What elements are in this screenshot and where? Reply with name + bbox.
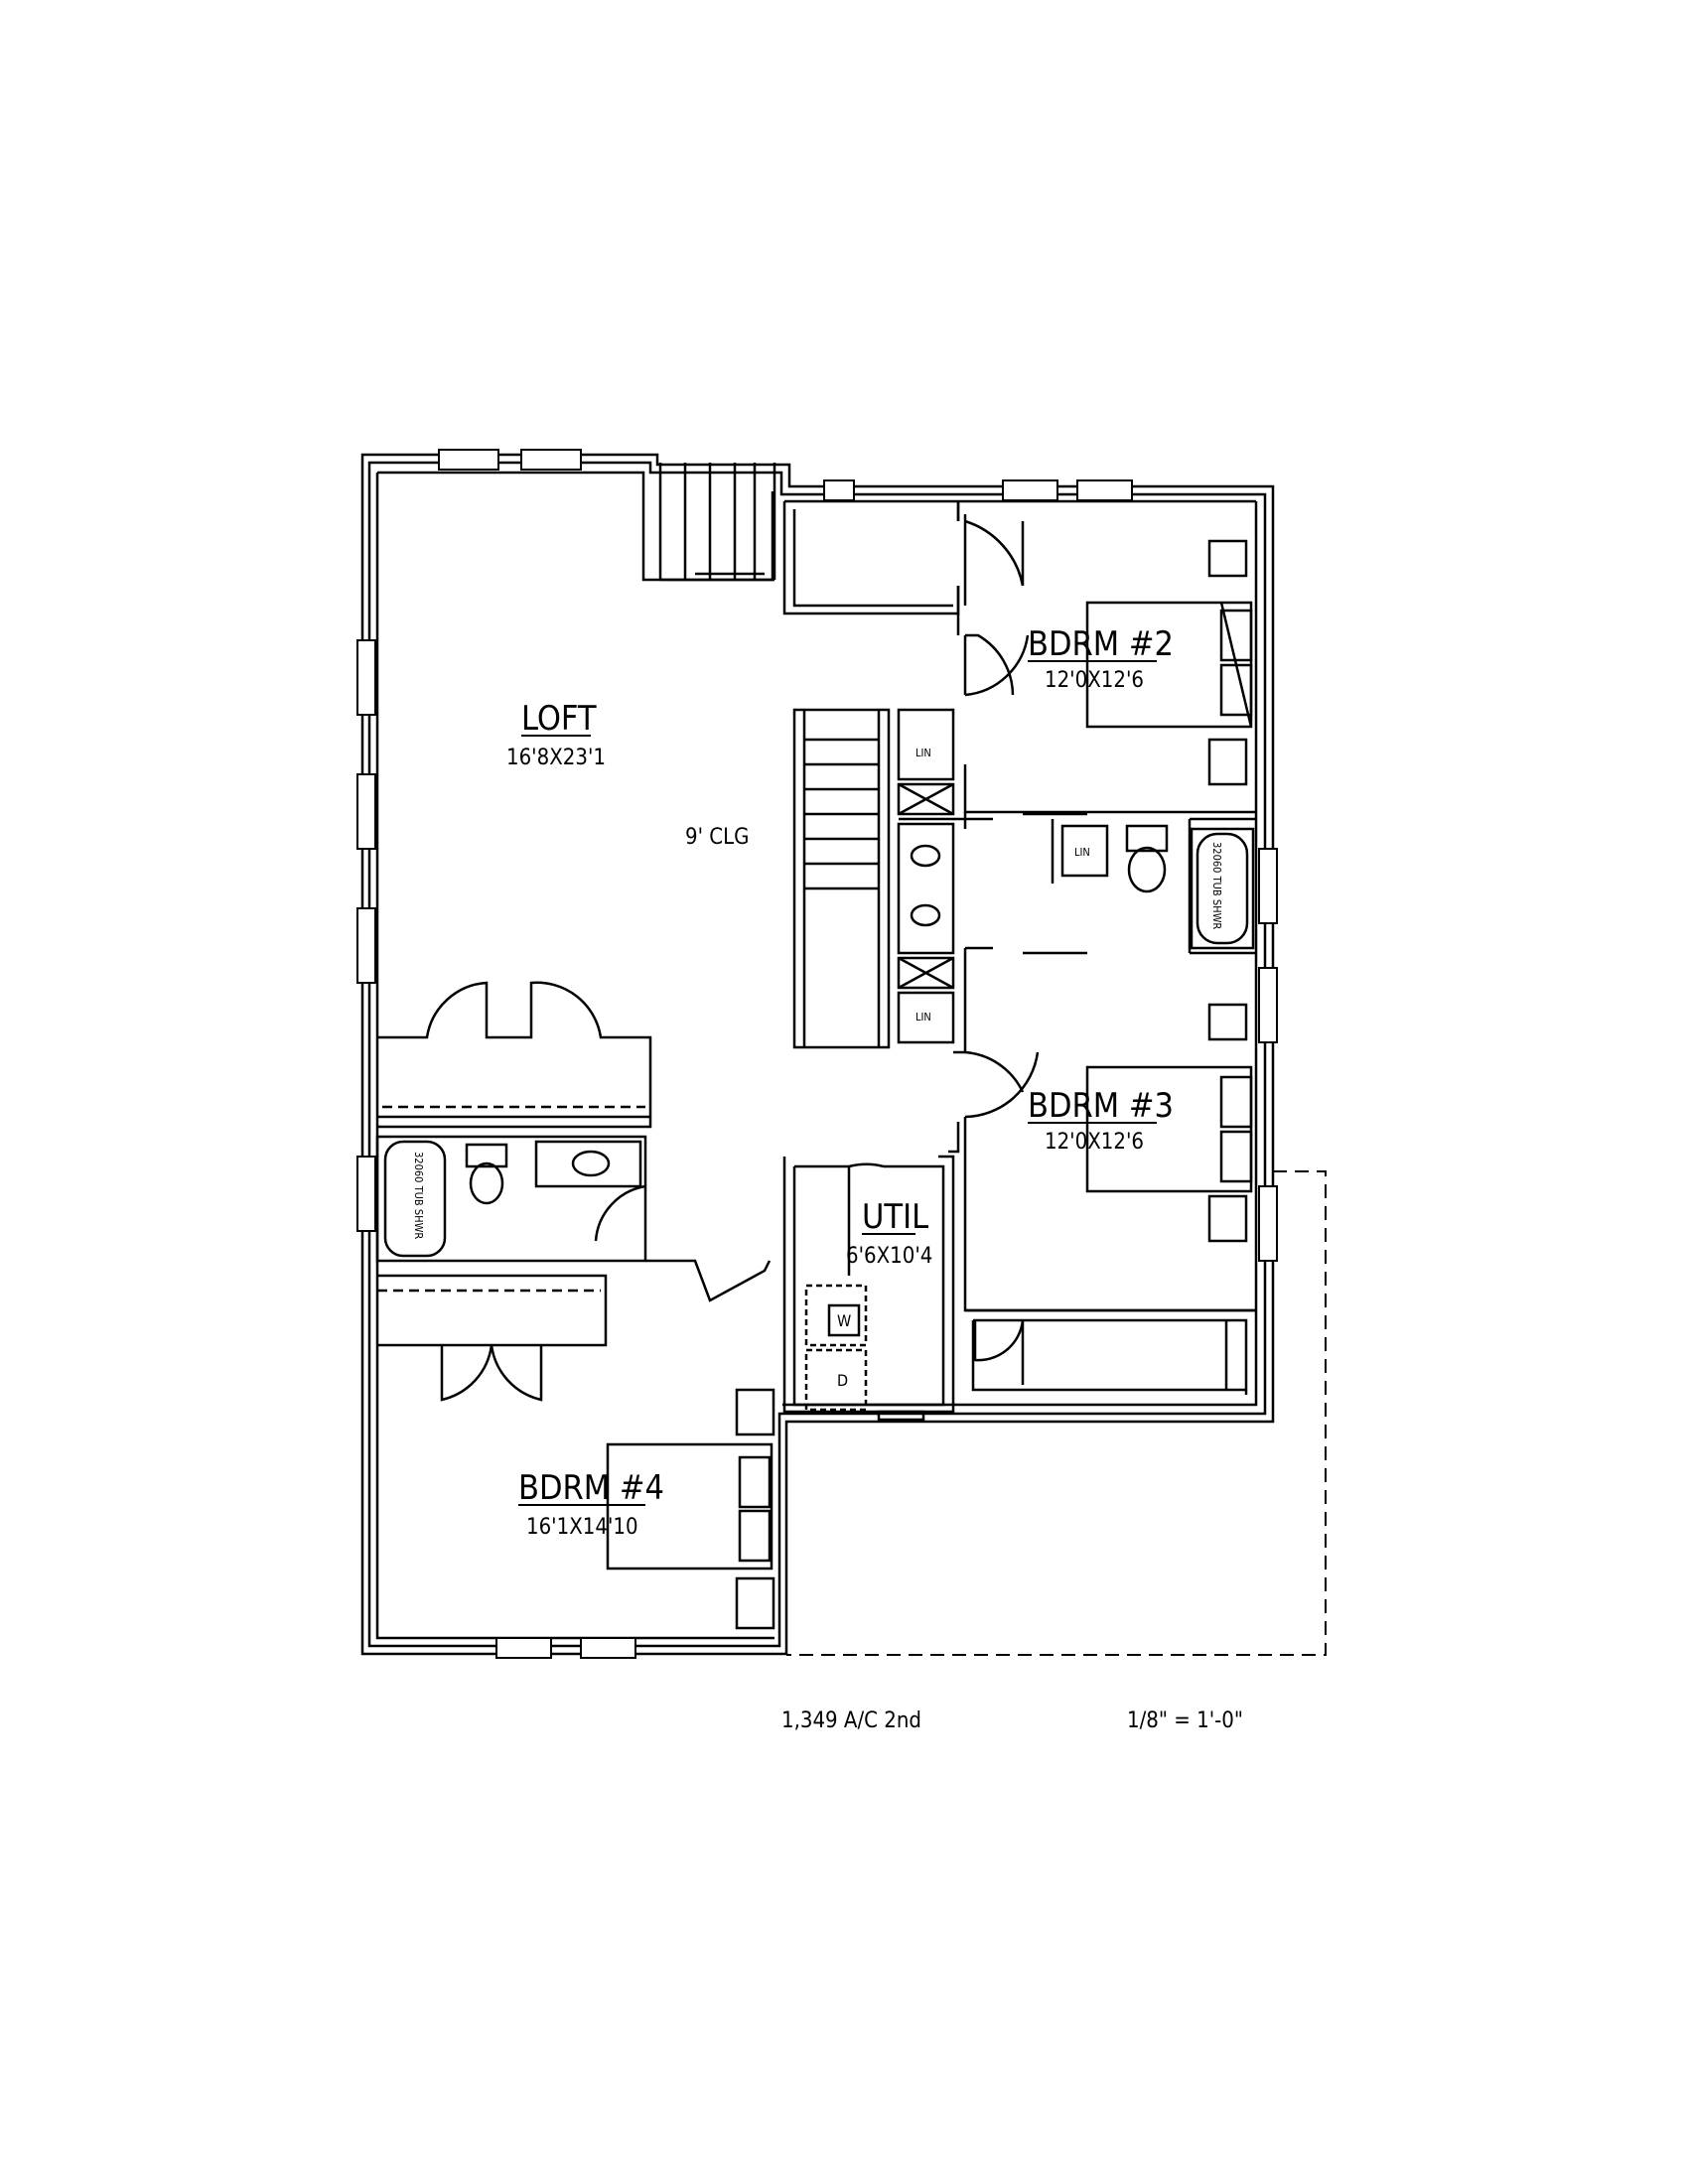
- walls: [360, 453, 1275, 1656]
- tub-label-2: 32060 TUB SHWR: [412, 1152, 425, 1239]
- bdrm3-dims: 12'0X12'6: [1045, 1130, 1144, 1155]
- ceiling-label: 9' CLG: [685, 825, 750, 850]
- washer-label: W: [837, 1311, 851, 1330]
- bdrm2-dims: 12'0X12'6: [1045, 668, 1144, 693]
- bdrm2-label: BDRM #2: [1028, 624, 1174, 664]
- util-dims: 6'6X10'4: [846, 1244, 932, 1269]
- bdrm4-dims: 16'1X14'10: [526, 1515, 638, 1540]
- porch-outline: [786, 1170, 1327, 1656]
- loft-dims: 16'8X23'1: [506, 746, 606, 770]
- lin-label-2: LIN: [1074, 846, 1090, 859]
- lin-label-3: LIN: [915, 1011, 931, 1024]
- lin-label-1: LIN: [915, 747, 931, 759]
- util-label: UTIL: [862, 1197, 928, 1237]
- bdrm4-label: BDRM #4: [518, 1468, 664, 1508]
- fixture-labels: LIN LIN LIN 32060 TUB SHWR 32060 TUB SHW…: [412, 747, 1223, 1390]
- loft-label: LOFT: [521, 699, 597, 739]
- area-label: 1,349 A/C 2nd: [781, 1708, 921, 1733]
- windows: [356, 449, 1278, 1659]
- tub-label-1: 32060 TUB SHWR: [1210, 842, 1223, 929]
- room-labels: LOFT 16'8X23'1 9' CLG BDRM #2 12'0X12'6 …: [506, 624, 1174, 1540]
- dryer-label: D: [837, 1371, 848, 1390]
- bdrm3-label: BDRM #3: [1028, 1086, 1174, 1126]
- scale-label: 1/8" = 1'-0": [1127, 1708, 1243, 1733]
